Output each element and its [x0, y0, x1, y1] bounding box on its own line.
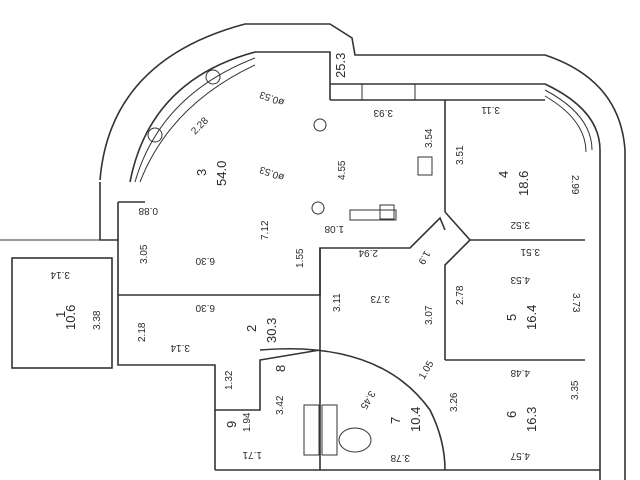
- dim: 4.57: [510, 450, 530, 461]
- ceiling-light-icon: [311, 201, 325, 215]
- room-5-number: 5: [504, 314, 519, 321]
- dim: 3.05: [139, 244, 150, 264]
- dim: 1.9: [415, 249, 432, 267]
- room-3-area: 54.0: [214, 161, 229, 186]
- dim: 6.30: [195, 302, 215, 313]
- room-4-area: 18.6: [516, 171, 531, 196]
- room-7-area: 10.4: [408, 407, 423, 432]
- room-8-number: 8: [273, 365, 288, 372]
- dim: 1.55: [295, 248, 306, 268]
- dim: 3.52: [510, 219, 530, 230]
- window-arc-right: [544, 89, 593, 153]
- ceiling-light-icon: [313, 118, 327, 132]
- room-4-number: 4: [496, 171, 511, 178]
- dim: 1.32: [224, 370, 235, 390]
- bathtub-icon: [338, 427, 372, 453]
- radiator-icon: [349, 209, 397, 221]
- window: [361, 83, 416, 101]
- dim: 4.48: [510, 367, 530, 378]
- dim: 4.55: [337, 160, 348, 180]
- dim: 1.94: [242, 412, 253, 432]
- dim: 6.30: [195, 255, 215, 266]
- dim: 0.88: [138, 205, 158, 216]
- dim: 3.73: [570, 293, 581, 313]
- dim: 3.42: [275, 395, 286, 415]
- dim: 3.93: [373, 107, 393, 118]
- dim: 1.71: [242, 449, 262, 460]
- room-6-number: 6: [504, 411, 519, 418]
- dim: 3.51: [520, 246, 540, 257]
- dim: 3.11: [481, 104, 500, 115]
- dim: 3.11: [332, 293, 343, 312]
- dim: 3.51: [455, 145, 466, 165]
- room-5-area: 16.4: [524, 305, 539, 330]
- dim: 2.18: [137, 322, 148, 342]
- dim: 3.14: [50, 269, 70, 280]
- sink-icon: [379, 204, 395, 220]
- dim: 3.78: [390, 452, 410, 463]
- radiator-icon: [321, 404, 338, 456]
- room-9-number: 9: [224, 421, 239, 428]
- window-arc: [134, 57, 256, 183]
- column-icon: [147, 127, 163, 143]
- room-2-area: 30.3: [264, 318, 279, 343]
- top-wall: [330, 83, 601, 480]
- dim: 3.07: [424, 305, 435, 325]
- room-7-number: 7: [388, 417, 403, 424]
- stove-icon: [417, 156, 433, 176]
- room-1-area: 10.6: [63, 305, 78, 330]
- dim: ø0.53: [258, 163, 286, 182]
- dim: 3.73: [370, 293, 390, 304]
- dim: 4.53: [510, 274, 530, 285]
- balcony-inner-wall: [129, 51, 331, 183]
- dim: 2.28: [189, 115, 211, 137]
- column-icon: [205, 69, 221, 85]
- loggia-area: 25.3: [333, 53, 348, 78]
- dim: 3.35: [570, 380, 581, 400]
- room-1: [11, 257, 113, 369]
- dim: 3.14: [170, 342, 190, 353]
- dim: ø0.53: [258, 88, 286, 107]
- dim: 7.12: [260, 220, 271, 240]
- dim: 3.45: [357, 389, 376, 412]
- room-2-number: 2: [244, 325, 259, 332]
- dim: 2.78: [455, 285, 466, 305]
- dim: 2.94: [358, 247, 378, 258]
- dim: 3.54: [424, 128, 435, 148]
- dim: 3.38: [92, 310, 103, 330]
- radiator-icon: [303, 404, 320, 456]
- dim: 3.26: [449, 392, 460, 412]
- room-3-number: 3: [194, 169, 209, 176]
- dim: 2.99: [569, 175, 580, 195]
- room-1-number: 1: [53, 311, 68, 318]
- dim: 1.05: [417, 359, 436, 382]
- dim: 1.08: [324, 223, 344, 234]
- room-6-area: 16.3: [524, 407, 539, 432]
- balcony-outer-wall: [99, 23, 626, 480]
